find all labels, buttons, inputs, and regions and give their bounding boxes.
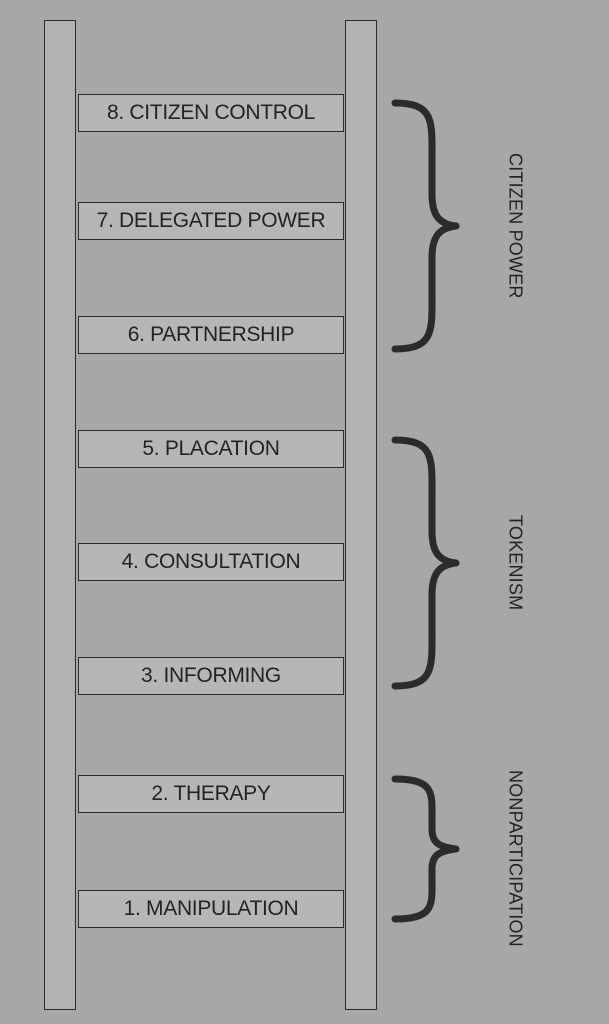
ladder-left-rail xyxy=(44,20,76,1010)
group-label-text: NONPARTICIPATION xyxy=(505,769,526,947)
brace-tokenism xyxy=(391,436,460,690)
brace-nonparticipation xyxy=(391,775,460,923)
rung-placation: 5. PLACATION xyxy=(78,430,344,468)
rung-delegated-power: 7. DELEGATED POWER xyxy=(78,202,344,240)
ladder-right-rail xyxy=(345,20,377,1010)
rung-label: 4. CONSULTATION xyxy=(121,550,301,573)
rung-label: 6. PARTNERSHIP xyxy=(127,323,295,346)
group-label-nonparticipation: NONPARTICIPATION xyxy=(500,745,530,971)
group-label-text: TOKENISM xyxy=(505,515,526,611)
group-label-text: CITIZEN POWER xyxy=(505,153,526,299)
rung-label: 3. INFORMING xyxy=(141,664,281,687)
brace-citizen-power xyxy=(391,99,460,353)
rung-label: 5. PLACATION xyxy=(142,437,280,460)
rung-label: 1. MANIPULATION xyxy=(123,897,299,920)
rung-label: 2. THERAPY xyxy=(151,782,271,805)
rung-therapy: 2. THERAPY xyxy=(78,775,344,813)
rung-consultation: 4. CONSULTATION xyxy=(78,543,344,581)
group-label-citizen-power: CITIZEN POWER xyxy=(500,98,530,354)
rung-manipulation: 1. MANIPULATION xyxy=(78,890,344,928)
rung-label: 8. CITIZEN CONTROL xyxy=(106,101,316,124)
rung-label: 7. DELEGATED POWER xyxy=(96,209,326,232)
rung-citizen-control: 8. CITIZEN CONTROL xyxy=(78,94,344,132)
rung-informing: 3. INFORMING xyxy=(78,657,344,695)
group-label-tokenism: TOKENISM xyxy=(500,435,530,691)
rung-partnership: 6. PARTNERSHIP xyxy=(78,316,344,354)
